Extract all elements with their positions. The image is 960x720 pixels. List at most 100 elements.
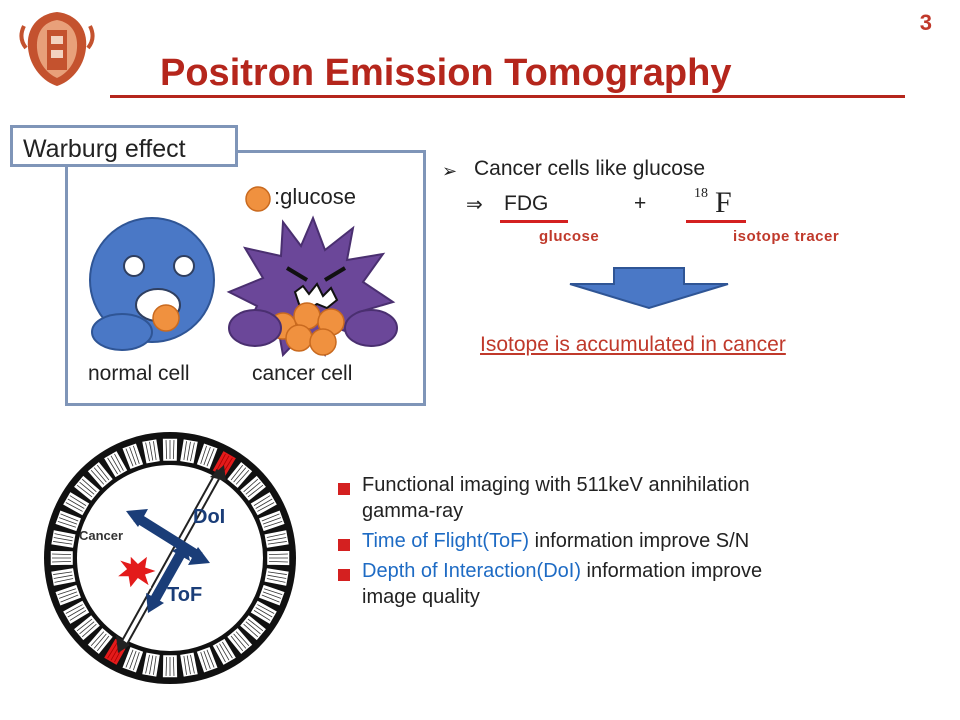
bullet-3-text: information improve xyxy=(581,560,763,582)
detector-segments xyxy=(49,437,291,679)
title-underline xyxy=(110,95,905,98)
detector-crystal-line xyxy=(235,469,250,485)
detector-crystal-line xyxy=(222,641,233,659)
university-emblem-logo xyxy=(19,12,95,86)
detector-crystal-line xyxy=(216,645,226,663)
detector-crystal-line xyxy=(243,623,259,638)
detector-crystal-line xyxy=(60,513,79,522)
detector-crystal-line xyxy=(172,440,175,460)
detector-crystal-line xyxy=(262,591,282,599)
detector-crystal-line xyxy=(216,453,226,471)
isotope-symbol: F xyxy=(715,186,732,219)
detector-crystal-line xyxy=(257,502,275,512)
detector-crystal-line xyxy=(54,533,74,538)
detector-crystal-line xyxy=(93,633,107,649)
detector-crystal-line xyxy=(190,654,195,674)
cancer-cell-label: cancer cell xyxy=(252,362,353,385)
cancer-cell-illustration xyxy=(226,215,398,358)
detector-crystal-line xyxy=(65,502,83,512)
detector-crystal-line xyxy=(153,655,157,675)
tof-label: ToF xyxy=(167,584,203,606)
pet-detector-ring xyxy=(44,432,296,684)
bullet-icon xyxy=(338,483,350,495)
detector-crystal-line xyxy=(268,560,288,563)
implies-arrow-icon: ⇒ xyxy=(466,194,483,216)
detector-crystal-line xyxy=(257,604,275,614)
normal-cell-label: normal cell xyxy=(88,362,190,385)
detector-crystal-line xyxy=(253,610,271,621)
glucose-caption: glucose xyxy=(539,228,600,245)
detector-crystal-line xyxy=(53,571,73,575)
detector-crystal-line xyxy=(125,448,134,467)
detector-crystal-line xyxy=(266,578,286,583)
page-title: Positron Emission Tomography xyxy=(160,52,732,94)
glucose-icon xyxy=(245,186,271,212)
detector-crystal-line xyxy=(200,651,207,671)
detector-crystal-line xyxy=(69,495,87,506)
page-number: 3 xyxy=(919,10,932,35)
bullet-1-line2: gamma-ray xyxy=(362,500,464,522)
detector-crystal-line xyxy=(266,533,286,538)
glucose-legend-label: :glucose xyxy=(274,184,356,209)
detector-crystal-line xyxy=(69,610,87,621)
detector-crystal-line xyxy=(165,440,168,460)
detector-crystal-line xyxy=(81,478,97,493)
detector-crystal-line xyxy=(53,537,73,542)
detector-crystal-line xyxy=(93,467,107,483)
detector-crystal-line xyxy=(107,457,118,475)
detector-crystal-line xyxy=(129,650,137,670)
bullet-3-line2: image quality xyxy=(362,586,480,608)
down-arrow-icon xyxy=(569,267,729,310)
detector-crystal-line xyxy=(243,478,259,493)
detector-crystal-line xyxy=(81,623,97,638)
warburg-label: Warburg effect xyxy=(10,125,238,167)
detector-crystal-line xyxy=(203,650,211,670)
detector-crystal-line xyxy=(262,517,282,525)
detector-crystal-line xyxy=(186,655,191,675)
detector-crystal-line xyxy=(60,594,79,603)
tracer-caption: isotope tracer xyxy=(733,228,840,245)
cancer-label: Cancer xyxy=(79,528,124,543)
detector-crystal-line xyxy=(253,495,271,506)
isotope-mass-number: 18 xyxy=(694,186,708,201)
detector-crystal-line xyxy=(133,445,140,465)
detector-crystal-line xyxy=(107,641,118,659)
detector-crystal-line xyxy=(76,484,93,498)
detector-crystal-line xyxy=(114,453,124,471)
list-item: Time of Flight(ToF) information improve … xyxy=(338,530,938,564)
detector-crystal-line xyxy=(79,621,95,635)
plus-sign: + xyxy=(634,192,647,215)
detector-crystal-line xyxy=(190,442,195,462)
detector-crystal-line xyxy=(53,541,73,545)
detector-crystal-line xyxy=(206,448,215,467)
detector-crystal-line xyxy=(172,656,175,676)
detector-crystal-line xyxy=(153,441,157,461)
detector-crystal-line xyxy=(79,481,95,495)
detector-crystal-line xyxy=(245,481,261,495)
detector-crystal-line xyxy=(233,633,247,649)
glucose-underline xyxy=(500,220,568,223)
detector-crystal-line xyxy=(261,594,280,603)
detector-crystal-line xyxy=(261,513,280,522)
detector-crystal-line xyxy=(57,588,77,595)
bullet-3-highlight: Depth of Interaction(DoI) xyxy=(362,560,581,582)
detector-crystal-line xyxy=(52,560,72,563)
arrowhead-bullet-icon: ➢ xyxy=(442,161,458,181)
detector-crystal-line xyxy=(96,635,110,652)
detector-crystal-line xyxy=(96,464,110,481)
bullet-icon xyxy=(338,539,350,551)
detector-crystal-line xyxy=(58,517,78,525)
feature-list: Functional imaging with 511keV annihilat… xyxy=(338,474,938,620)
detector-crystal-line xyxy=(129,446,137,466)
detector-crystal-line xyxy=(90,469,105,485)
bullet-icon xyxy=(338,569,350,581)
doi-label: DoI xyxy=(193,506,226,528)
detector-crystal-line xyxy=(267,571,287,575)
detector-crystal-line xyxy=(245,621,261,635)
list-item: Functional imaging with 511keV annihilat… xyxy=(338,474,938,534)
detector-crystal-line xyxy=(165,656,168,676)
bullet-2-highlight: Time of Flight(ToF) xyxy=(362,530,530,552)
detector-crystal-line xyxy=(230,464,244,481)
detector-crystal-line xyxy=(186,441,191,461)
detector-crystal-line xyxy=(149,655,154,675)
